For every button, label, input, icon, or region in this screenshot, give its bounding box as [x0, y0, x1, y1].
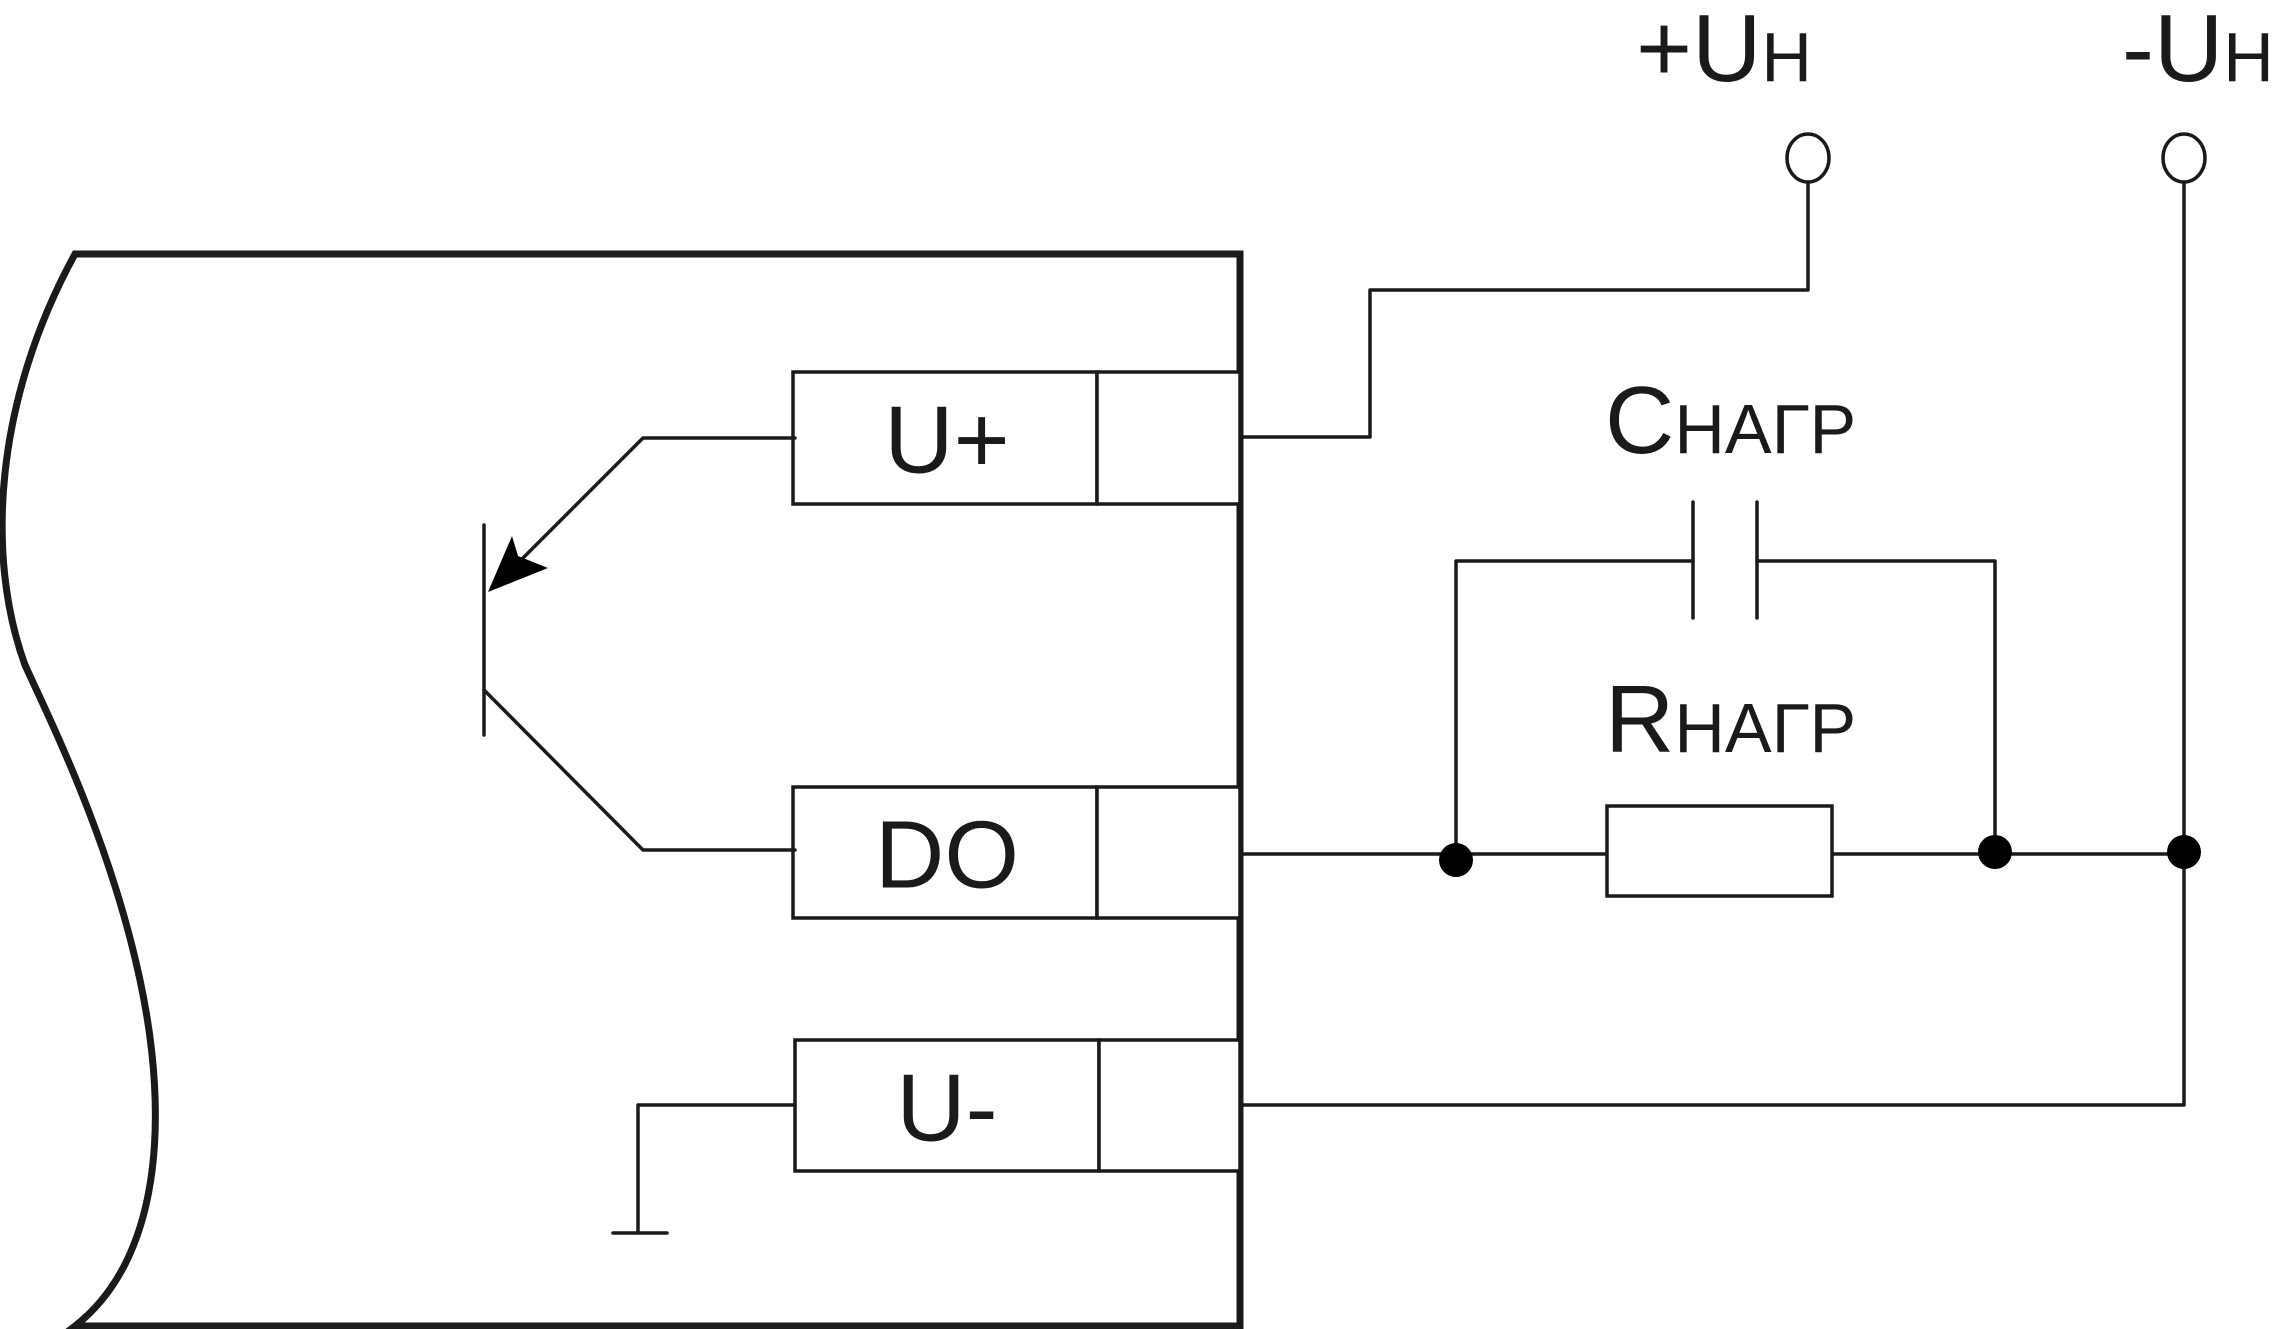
- ground-lead: [636, 1103, 797, 1235]
- pin-label-u-plus: U+: [884, 387, 1009, 494]
- label-capacitor: CНАГР: [1605, 367, 1856, 474]
- pnp-transistor-symbol: [482, 436, 797, 852]
- junction-dot-1: [1439, 843, 1473, 877]
- screw-cell-u-plus: [1095, 370, 1242, 506]
- capacitor-left-lead: [1454, 559, 1695, 862]
- screw-cell-do: [1095, 785, 1242, 920]
- pin-cell-do: [791, 785, 1099, 920]
- pin-label-do: DO: [875, 802, 1019, 909]
- terminal-block-do: DO: [791, 785, 1242, 920]
- terminal-block-u-minus: U-: [793, 1038, 1242, 1173]
- pin-label-u-minus: U-: [896, 1055, 997, 1162]
- terminal-minus-un: [2161, 132, 2207, 184]
- junction-dot-2: [1978, 835, 2012, 869]
- resistor-body: [1605, 804, 1834, 898]
- emitter-arrow-icon: [488, 536, 548, 592]
- screw-cell-u-minus: [1097, 1038, 1242, 1173]
- capacitor-right-lead: [1755, 559, 1997, 856]
- label-supply-minus: -UН: [2122, 0, 2272, 102]
- terminal-plus-un: [1785, 132, 1831, 184]
- transistor-collector-lead: [482, 688, 797, 852]
- ground-symbol: [611, 1103, 797, 1235]
- wire-u-plus-to-supply: [1241, 180, 1810, 439]
- terminal-block-u-plus: U+: [791, 370, 1242, 506]
- junction-dot-3: [2167, 835, 2201, 869]
- pin-cell-u-minus: [793, 1038, 1101, 1173]
- transistor-emitter-lead: [514, 436, 797, 567]
- wire-u-minus-to-supply: [1241, 180, 2186, 1107]
- device-housing-outline: [0, 250, 1244, 1329]
- label-resistor: RНАГР: [1605, 666, 1856, 773]
- label-supply-plus: +UН: [1636, 0, 1812, 102]
